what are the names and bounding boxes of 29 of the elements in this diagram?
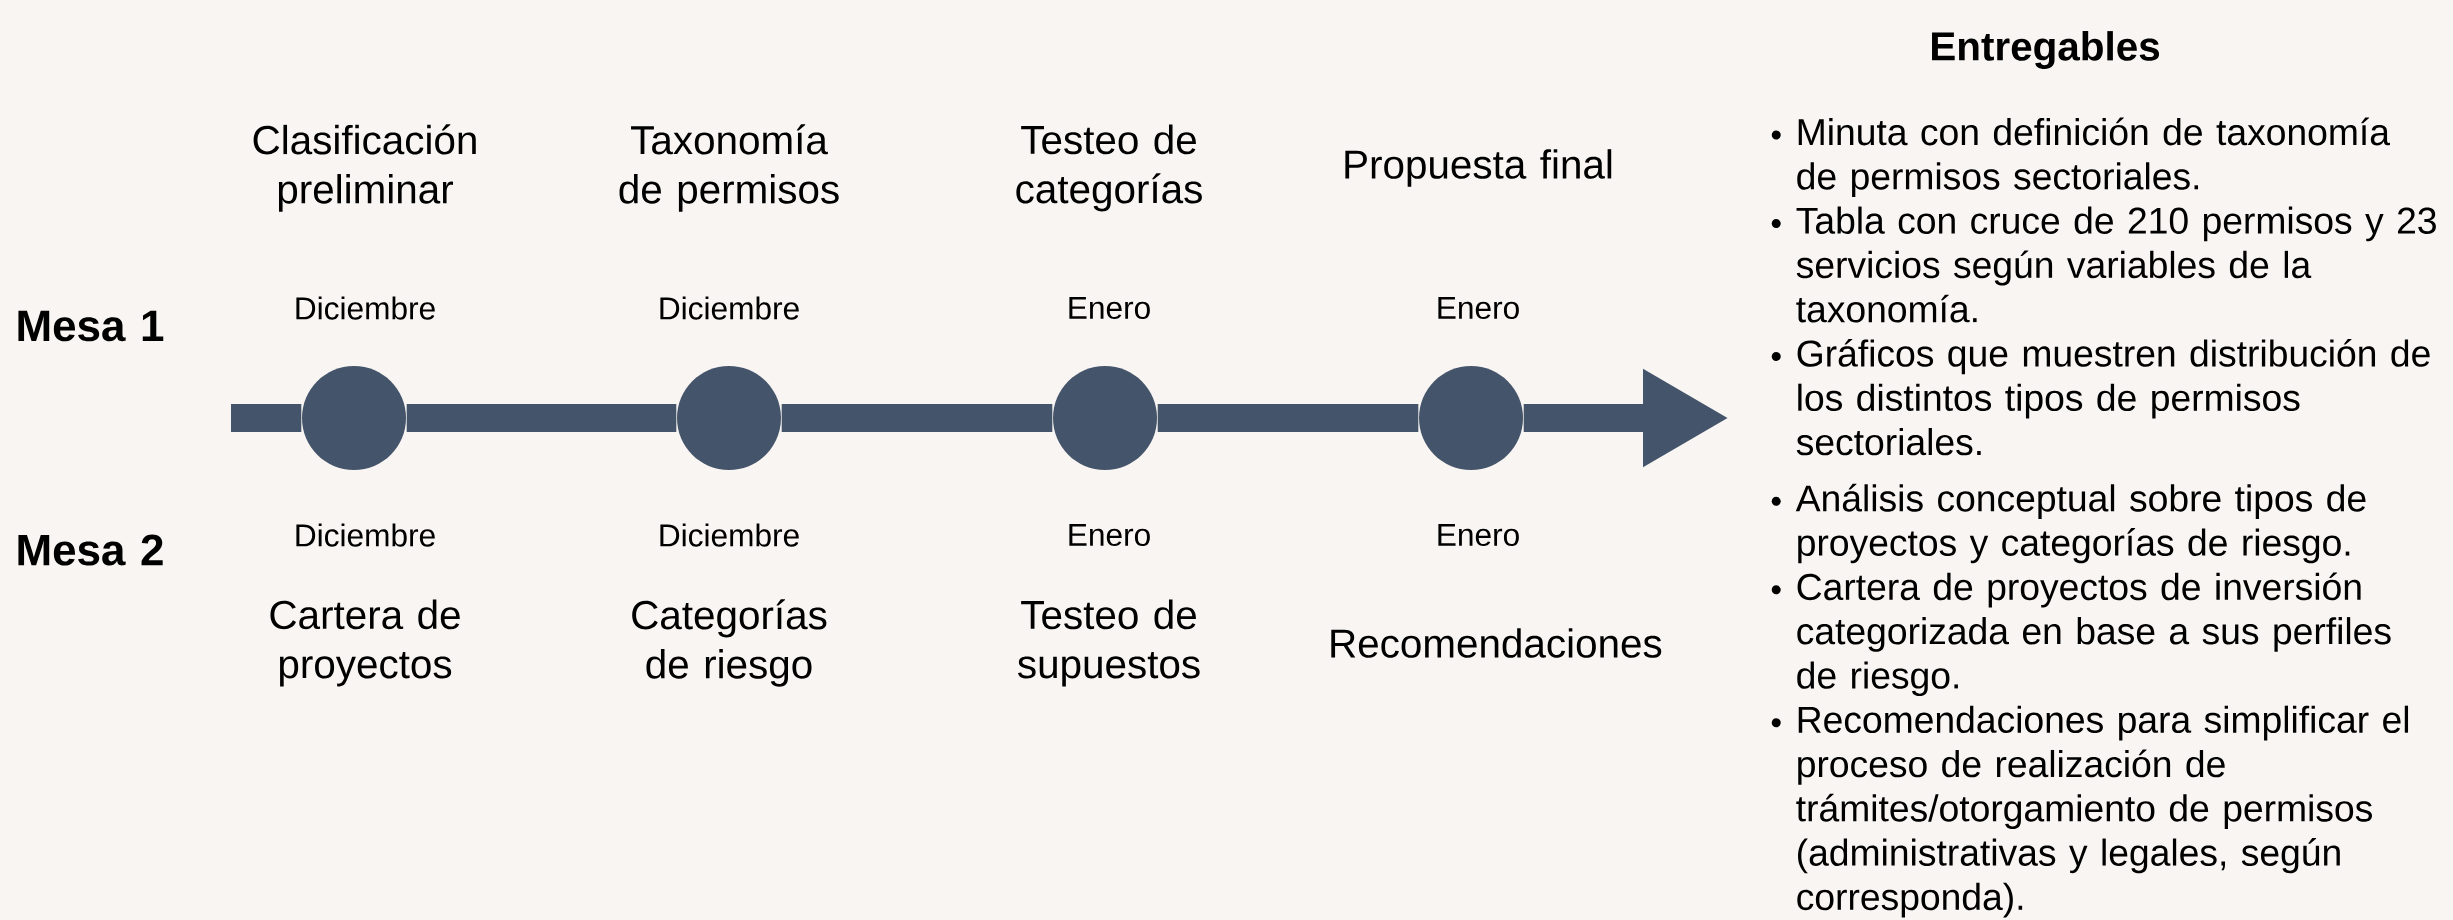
phase-title: Propuesta final <box>1345 149 1612 187</box>
month-label: Diciembre <box>660 523 799 547</box>
row-label: Mesa 2 <box>18 534 163 566</box>
phase-title: Recomendaciones <box>1331 628 1662 658</box>
timeline-line <box>1157 404 1419 432</box>
phase-title: Testeo de supuestos <box>1018 599 1200 687</box>
bullet-item: Recomendaciones para simplificar el proceso de realización de trámites/otorgamiento de permisos (administrativas y legales, según corresponda). <box>1796 705 2409 918</box>
timeline-circle <box>1053 366 1157 470</box>
bullet-item: Análisis conceptual sobre tipos de proyectos y categorías de riesgo. <box>1795 483 2366 564</box>
phase-title: Testeo de categorías <box>1016 124 1202 212</box>
month-label: Diciembre <box>296 523 435 547</box>
timeline-circle <box>302 366 406 470</box>
bullet-item: Cartera de proyectos de inversión categorizada en base a sus perfiles de riesgo. <box>1797 572 2391 697</box>
month-label: Enero <box>1069 523 1150 547</box>
timeline-line <box>231 404 302 432</box>
phase-title: Cartera de proyectos <box>270 599 460 687</box>
timeline-line <box>781 404 1053 432</box>
bullet-item: Tabla con cruce de 210 permisos y 23 servicios según variables de la taxonomía. <box>1796 206 2436 323</box>
bullet-item: Minuta con definición de taxonomía de permisos sectoriales. <box>1797 117 2390 197</box>
month-label: Enero <box>1438 523 1519 547</box>
timeline-line <box>406 404 677 432</box>
heading: Entregables <box>1932 31 2160 69</box>
month-label: Diciembre <box>296 296 435 320</box>
timeline-circle <box>677 366 781 470</box>
phase-title: Taxonomía de permisos <box>619 124 839 212</box>
phase-title: Categorías de riesgo <box>632 599 827 687</box>
bullet-item: Gráficos que muestren distribución de los distintos tipos de permisos sectoriales. <box>1796 338 2430 456</box>
phase-title: Clasificación preliminar <box>253 124 476 212</box>
timeline-circle <box>1419 366 1523 470</box>
